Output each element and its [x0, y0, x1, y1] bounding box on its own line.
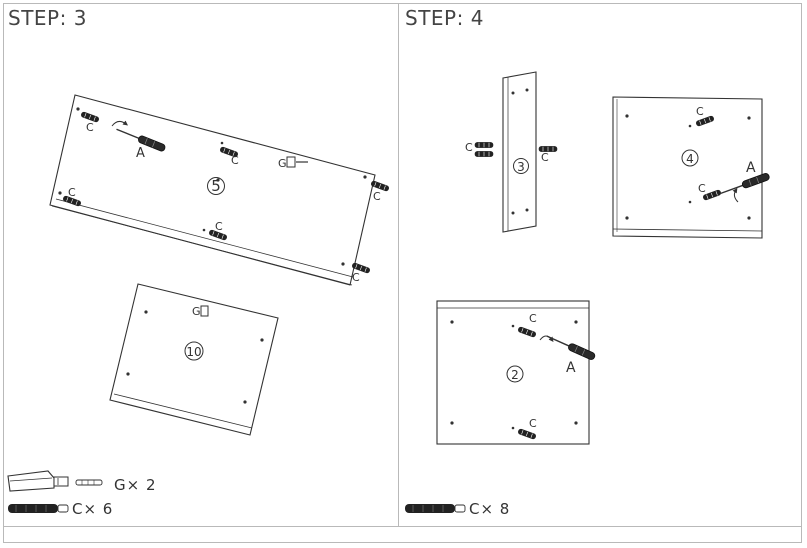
panel-5-number: 5	[211, 177, 221, 195]
step-divider	[398, 4, 399, 526]
panel-3: 3	[502, 71, 537, 233]
legend-cam-lock-icon	[7, 470, 103, 492]
label-g-1: G	[278, 157, 287, 170]
label-c-1: C	[86, 121, 94, 134]
rotation-arrow-icon	[111, 120, 129, 127]
cam-lock-icon	[286, 156, 308, 168]
rotation-arrow-icon	[732, 187, 739, 203]
label-c-11: C	[529, 312, 537, 325]
step-4-title: STEP: 4	[405, 6, 484, 30]
panel-10: 10	[109, 283, 279, 436]
legend-dowel-icon	[8, 504, 69, 513]
step-3-title: STEP: 3	[8, 6, 87, 30]
bottom-rule	[4, 526, 801, 527]
label-g-2: G	[192, 305, 201, 318]
step-4-illustration: 3 C C 4 C C A	[405, 71, 771, 513]
label-a-step4-1: A	[746, 160, 756, 176]
hardware-c-quantity-step4: C× 8	[469, 500, 511, 518]
cam-lock-icon	[200, 305, 209, 317]
label-c-3: C	[373, 190, 381, 203]
label-c-5: C	[215, 220, 223, 233]
label-c-8: C	[541, 151, 549, 164]
dowel-icon	[474, 142, 494, 148]
panel-4-number: 4	[686, 152, 694, 166]
hardware-g-quantity: G× 2	[114, 476, 157, 494]
label-a-step3: A	[136, 146, 145, 161]
label-c-2: C	[231, 154, 239, 167]
page-frame	[3, 3, 802, 543]
panel-4: 4	[612, 96, 763, 239]
dowel-icon	[474, 151, 494, 157]
rotation-arrow-icon	[539, 335, 554, 342]
panel-10-number: 10	[186, 345, 201, 359]
label-c-9: C	[696, 105, 704, 118]
label-c-10: C	[698, 182, 706, 195]
label-c-4: C	[68, 186, 76, 199]
label-c-12: C	[529, 417, 537, 430]
label-c-7: C	[465, 141, 473, 154]
label-c-6: C	[352, 271, 360, 284]
panel-3-number: 3	[517, 160, 525, 174]
legend-dowel-icon	[405, 504, 466, 513]
panel-5: 5	[49, 94, 376, 286]
panel-2-number: 2	[511, 368, 519, 382]
step-3-illustration: 5 C A C G C C C C	[7, 94, 390, 513]
hardware-c-quantity-step3: C× 6	[72, 500, 114, 518]
label-a-step4-2: A	[566, 360, 576, 376]
